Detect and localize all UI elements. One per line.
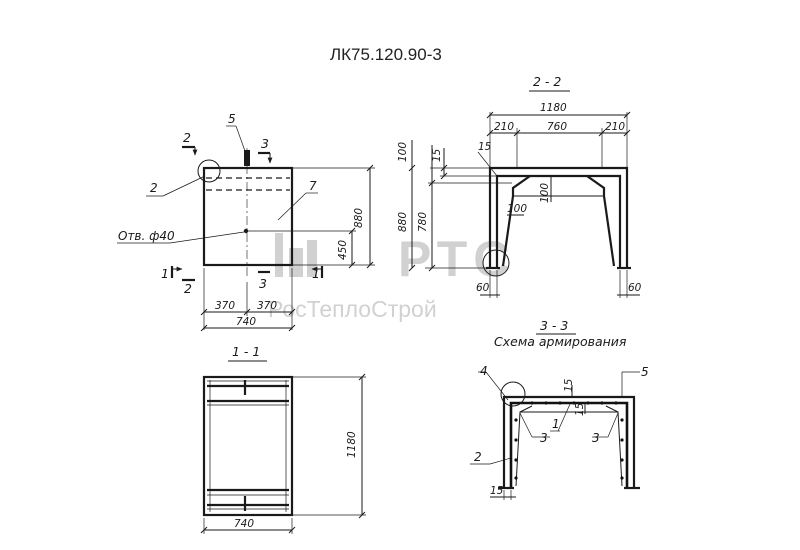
callout-3-3-c2: 2 [474,450,482,464]
dim-2-2-inner-100: 100 [507,203,527,215]
cut-mark-bottom-1: 1 [161,266,169,281]
section-2-2: 2 - 2 1180 210 760 210 100 [397,74,642,298]
callout-part-2: 2 [150,181,158,195]
dim-2-2-right: 210 [605,121,625,133]
section-2-2-detail-circle [482,249,510,277]
dim-2-2-callout-15: 15 [478,141,492,153]
cut-mark-right-1: 1 [312,266,320,281]
dim-1-1-length: 1180 [346,431,358,458]
section-3-3-label: 3 - 3 [540,318,568,333]
section-1-1-outline [202,375,294,517]
cut-mark-bottom-3: 3 [259,276,267,291]
callout-3-3-15-bottom: 15 [490,485,504,497]
section-3-3-detail-circle [500,381,526,407]
dim-hole-height: 450 [337,240,349,260]
cut-mark-bottom-2: 2 [184,281,192,296]
lifting-loop [244,150,250,166]
section-2-2-outer [488,166,629,268]
section-3-3-rebar [509,401,629,488]
callout-part-7: 7 [309,179,317,193]
section-3-3-outer [502,395,636,488]
dim-total-width: 740 [236,316,256,328]
detail-circle [197,159,221,183]
callout-3-3-c3a: 3 [540,431,548,445]
section-3-3: 3 - 3 Схема армирования 4 5 15 1 [470,318,649,500]
rebar-dots [514,401,624,480]
callout-3-3-c4: 4 [480,364,488,378]
hole-mark [243,228,249,234]
dim-half-width-left: 370 [215,300,235,312]
dim-2-2-h-total: 880 [397,212,409,232]
hole-note: Отв. ф40 [118,229,175,243]
watermark-company: РосТеплоСтрой [268,296,437,322]
callout-3-3-c1: 1 [552,417,560,431]
callout-3-3-c3b: 3 [592,431,600,445]
callout-3-3-15-top: 15 [563,378,575,392]
dim-2-2-h-inner: 780 [417,212,429,232]
dim-2-2-inner-100-v: 100 [539,183,551,203]
dim-half-width-right: 370 [257,300,277,312]
watermark: РТС РосТеплоСтрой [268,231,509,322]
section-2-2-label: 2 - 2 [533,74,561,89]
dim-2-2-h-top: 100 [397,142,409,162]
front-view-outline [202,166,294,267]
section-1-1: 1 - 1 1180 740 [200,344,366,534]
dim-1-1-width: 740 [234,518,254,530]
section-3-3-subtitle: Схема армирования [494,334,627,349]
dim-2-2-left: 210 [494,121,514,133]
callout-3-3-c5: 5 [641,365,649,379]
front-view: 2 5 7 Отв. ф40 2 2 1 1 3 3 [117,112,375,332]
dim-2-2-leg-left: 60 [476,282,490,294]
drawing-title: ЛК75.120.90-3 [330,45,442,64]
dim-2-2-total-width: 1180 [540,102,567,114]
cut-mark-top-2: 2 [183,130,191,145]
dim-2-2-middle: 760 [547,121,567,133]
dim-2-2-leg-right: 60 [628,282,642,294]
callout-part-5: 5 [228,112,236,126]
section-1-1-label: 1 - 1 [232,344,260,359]
dim-total-height: 880 [353,208,365,228]
cut-mark-top-3: 3 [261,136,269,151]
callout-3-3-15-mid: 15 [574,402,586,416]
dim-2-2-h-small: 15 [431,148,443,162]
